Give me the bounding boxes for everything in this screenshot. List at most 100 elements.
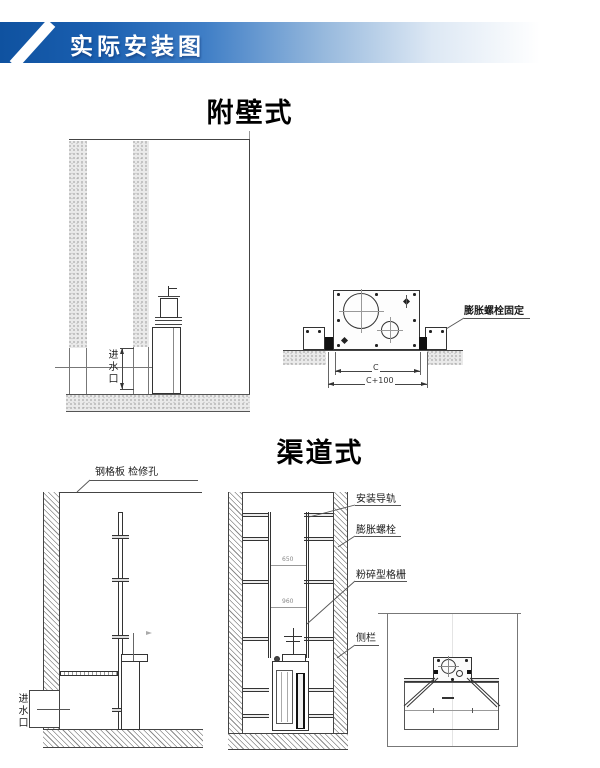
wallA-top-line (69, 139, 250, 140)
plate-small-hole-crosshair-v (390, 317, 391, 343)
anchor-label: 膨胀螺栓 (356, 525, 396, 536)
chD-screen-bar (296, 673, 305, 729)
rail-label: 安装导轨 (356, 494, 396, 505)
chD-top-line (228, 492, 348, 493)
wall-rung (243, 580, 269, 584)
wall-rung (243, 637, 269, 641)
wallA-left-wall (69, 141, 87, 348)
bolt-dot (337, 319, 340, 322)
anchor-underline (355, 536, 401, 537)
side-rail-label: 侧栏 (356, 633, 376, 644)
dimC100-text: C+100 (365, 376, 395, 385)
wallA-ext-bottom (120, 389, 134, 390)
anchor-bolt-label: 膨胀螺栓固定 (464, 306, 524, 317)
rail-underline (355, 505, 401, 506)
header-banner: 实际安装图 (0, 19, 600, 69)
wall-rung (304, 714, 333, 718)
grating-underline (90, 480, 198, 481)
dim-arrow-right (414, 369, 420, 373)
chD-motor-drum (276, 670, 293, 724)
wallA-right-border (249, 139, 250, 412)
bracket-dot (429, 330, 432, 333)
bracket-dot (318, 330, 321, 333)
grinder-underline (355, 581, 407, 582)
wall-rung (304, 688, 333, 692)
wallA-inlet-label: 进水口 (106, 349, 117, 385)
plate-left-anchor-bolt (325, 337, 333, 350)
wallA-motor-hook (169, 288, 177, 289)
chD-right-rail (306, 512, 309, 658)
chD-left-wall (228, 492, 243, 733)
chC-left-wall (43, 492, 60, 729)
chE-divider-tick (433, 708, 434, 713)
chC-device-body (121, 661, 140, 730)
chE-trough (404, 682, 499, 730)
bolt-dot (375, 293, 378, 296)
bolt-dot (465, 659, 468, 662)
chC-inlet-label: 进水口 (16, 693, 27, 729)
bolt-dot (375, 344, 378, 347)
wallA-left-opening (69, 348, 87, 394)
flow-arrow (146, 631, 152, 635)
grating-label: 钢格板 检修孔 (95, 467, 159, 478)
chD-right-wall (333, 492, 348, 733)
wallA-motor-stub (168, 286, 169, 296)
wall-rung (243, 714, 269, 718)
wall-type-title: 附壁式 (206, 98, 294, 129)
bolt-dot (437, 659, 440, 662)
bolt-dot (337, 293, 340, 296)
pole-clamp (112, 635, 129, 639)
dimC100-ext-left (328, 352, 329, 388)
wallA-corner-tick (249, 131, 250, 139)
dimC-ext-left (335, 352, 336, 375)
dimC-text: C (372, 363, 380, 372)
wallA-ext-top (120, 348, 134, 349)
plate-left-bracket (303, 327, 325, 350)
dim-arrow-left (335, 369, 341, 373)
dim-arrow-left (328, 382, 334, 386)
chE-small-circle (456, 670, 463, 677)
plate-right-anchor-bolt (419, 337, 427, 350)
chC-platform-bar (60, 671, 118, 676)
wall-rung (243, 513, 269, 517)
bolt-dot (413, 319, 416, 322)
anchor-bolt-leader-line (445, 317, 465, 330)
grinder-label: 粉碎型格栅 (356, 570, 406, 581)
side-rail-underline (355, 645, 379, 646)
bolt-dot (413, 344, 416, 347)
chD-drum-line (287, 672, 288, 722)
chD-drum-line (281, 672, 282, 722)
wallA-centerline (55, 367, 166, 368)
dimC100-ext-right (427, 352, 428, 388)
plate-large-hole-crosshair-v (361, 289, 362, 333)
wallA-pump-body-line (173, 328, 174, 393)
wall-rung (304, 637, 333, 641)
chD-dim-line-upper (271, 565, 306, 566)
wallA-motor (160, 298, 178, 318)
chD-dim-upper-text: 650 (281, 556, 295, 563)
bracket-dot (306, 330, 309, 333)
dim-arrow-down (120, 383, 124, 389)
plate-mark-upper-line (406, 295, 407, 308)
chD-dim-lower-text: 960 (281, 598, 295, 605)
bolt-dot (451, 678, 454, 681)
chC-guide-pole (118, 512, 123, 730)
channel-type-title: 渠道式 (276, 438, 364, 469)
plate-ground-line (283, 350, 463, 351)
chD-left-rail (268, 512, 271, 658)
bracket-dot (441, 330, 444, 333)
wallA-middle-wall (133, 141, 149, 347)
grating-leader-line (76, 479, 91, 493)
anchor-bolt-underline (464, 318, 530, 319)
corner-bolt (467, 670, 471, 674)
chD-dim-line-lower (271, 607, 306, 608)
wallA-motor-cap (158, 296, 180, 297)
pole-clamp (112, 578, 129, 582)
chD-rod-bar-1 (284, 636, 302, 637)
wallA-pump-flange-2 (155, 320, 182, 321)
wall-rung (243, 537, 269, 541)
chD-rod-bar-2 (286, 641, 300, 642)
chD-floor (228, 733, 348, 750)
bolt-dot (413, 293, 416, 296)
